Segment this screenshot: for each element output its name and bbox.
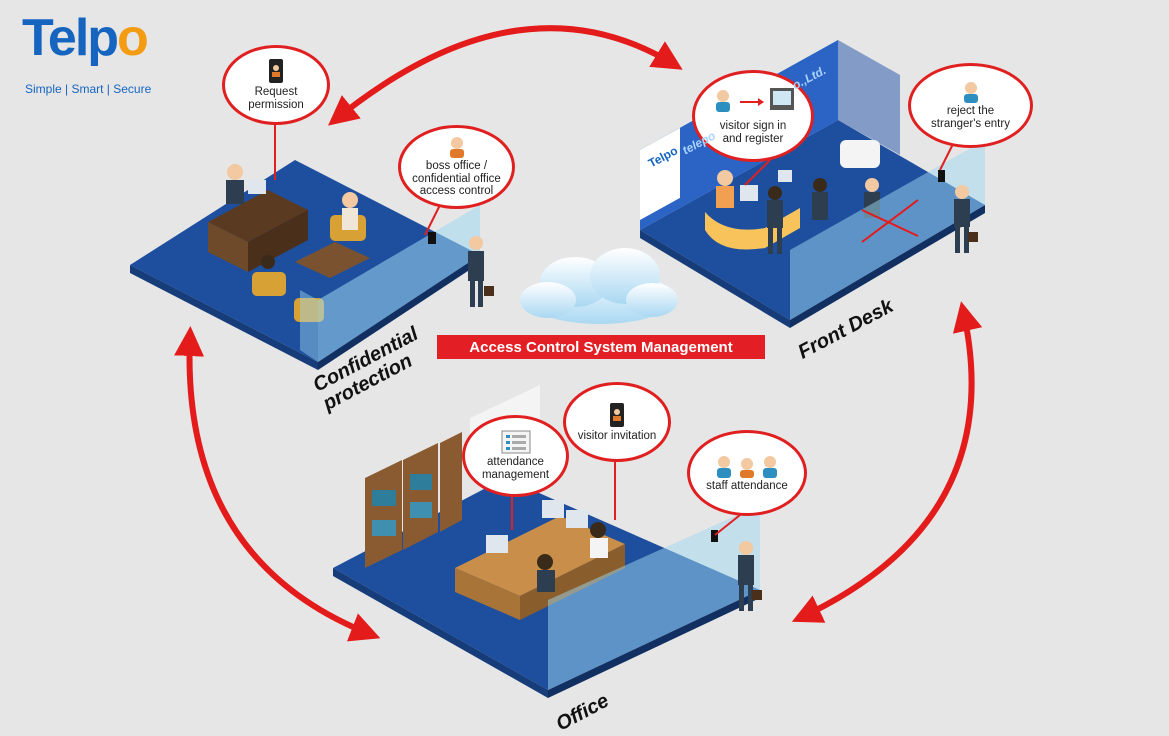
bubble-visitor-invitation: visitor invitation xyxy=(563,382,671,462)
arrow-frontdesk-office xyxy=(791,301,983,623)
staff-group-icon xyxy=(717,455,777,478)
arrow-confidential-frontdesk xyxy=(328,25,683,126)
confidential-room xyxy=(130,160,494,370)
phone-icon xyxy=(269,59,283,84)
sign-in-icon xyxy=(716,88,794,113)
bubble-reject-stranger: reject the stranger's entry xyxy=(908,63,1033,148)
bubble-visitor-sign-in: visitor sign in and register xyxy=(692,70,814,162)
logo-tagline: Simple | Smart | Secure xyxy=(25,82,152,96)
checklist-icon xyxy=(501,430,530,454)
cloud-icon xyxy=(520,248,678,324)
bubble-boss-office: boss office / confidential office access… xyxy=(398,125,515,209)
phone-icon xyxy=(610,402,624,427)
office-room xyxy=(333,385,762,698)
person-icon xyxy=(963,81,978,103)
bubble-staff-attendance: staff attendance xyxy=(687,430,807,516)
logo-wordmark: Telpo xyxy=(22,9,149,67)
arrow-confidential-office xyxy=(174,326,381,642)
bubble-request-permission: Request permission xyxy=(222,45,330,125)
bubble-attendance-management: attendance management xyxy=(462,415,569,497)
access-control-banner: Access Control System Management xyxy=(437,335,765,359)
person-icon xyxy=(449,136,464,158)
telpo-logo: Telpo Simple | Smart | Secure xyxy=(22,12,172,102)
